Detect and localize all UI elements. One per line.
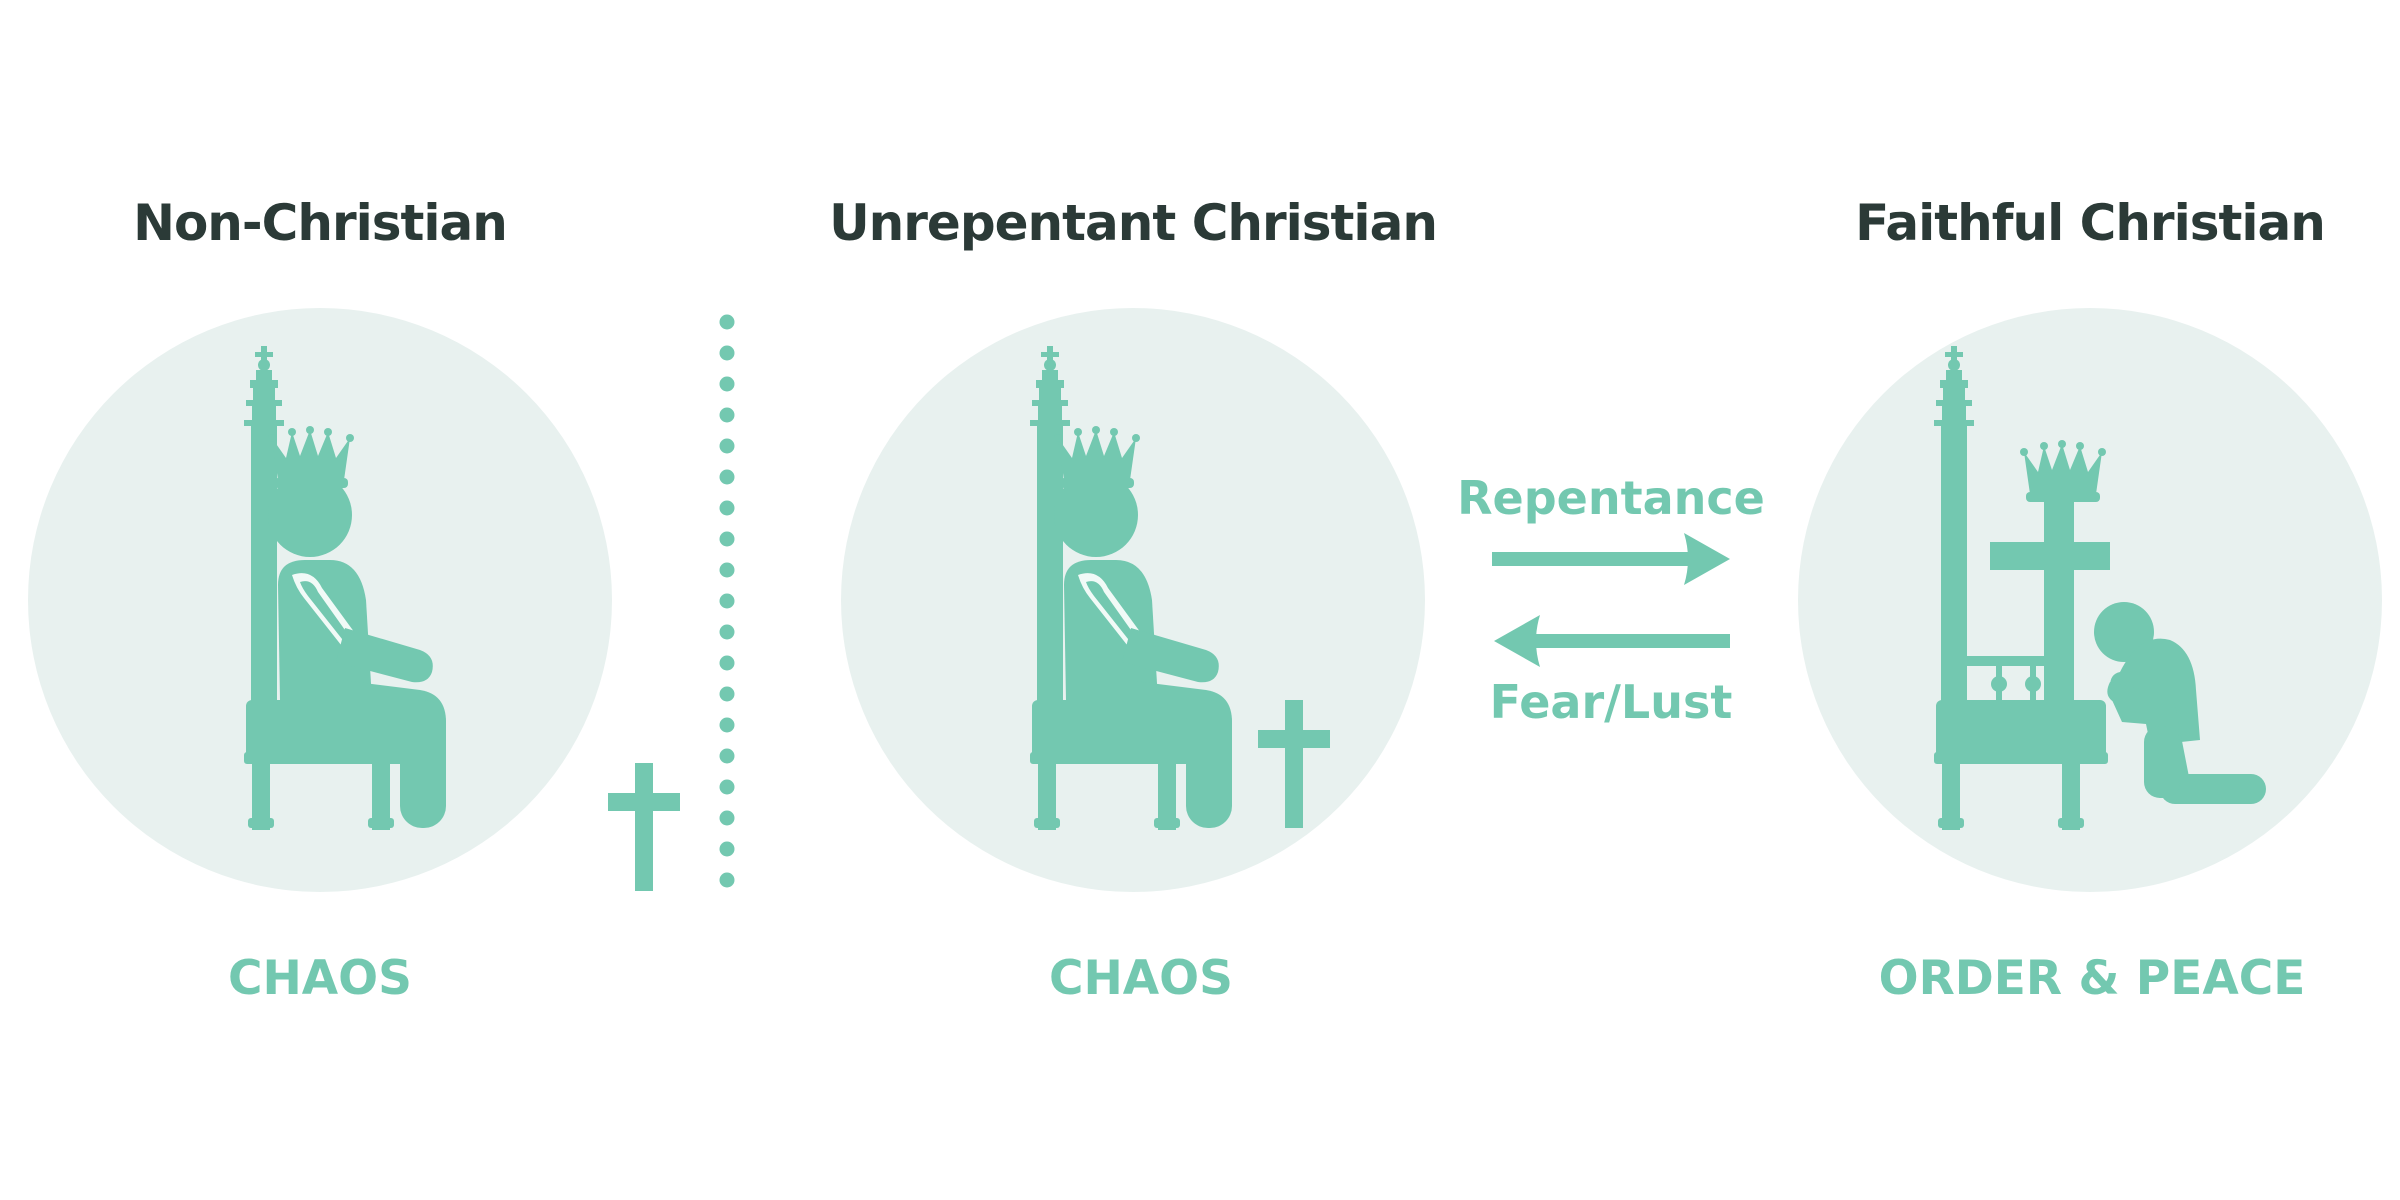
divider-dot: [719, 779, 735, 795]
divider-dot: [719, 531, 735, 547]
divider-dot: [719, 469, 735, 485]
panel-3-state: ORDER & PEACE: [1879, 951, 2306, 1006]
divider-dot: [719, 314, 735, 330]
divider-dot: [719, 345, 735, 361]
divider-dot: [719, 624, 735, 640]
panel-1-state: CHAOS: [228, 951, 412, 1006]
panel-3-title: Faithful Christian: [1855, 194, 2325, 252]
divider-dot: [719, 872, 735, 888]
divider-dot: [719, 748, 735, 764]
fear-lust-label: Fear/Lust: [1490, 675, 1733, 729]
divider-dot: [719, 593, 735, 609]
panel-2-state: CHAOS: [1049, 951, 1233, 1006]
divider-dot: [719, 810, 735, 826]
cross-on-throne-kneeling-person-icon: [1934, 346, 2266, 830]
divider-dot: [719, 562, 735, 578]
divider-dot: [719, 407, 735, 423]
divider-dot: [719, 655, 735, 671]
cross-icon: [608, 763, 680, 891]
panel-1-title: Non-Christian: [133, 194, 507, 252]
divider-dot: [719, 500, 735, 516]
panel-3-circle: [1798, 308, 2382, 892]
divider-dot: [719, 841, 735, 857]
divider-dot: [719, 376, 735, 392]
divider-dot: [719, 686, 735, 702]
panel-2-title: Unrepentant Christian: [829, 194, 1437, 252]
repentance-label: Repentance: [1457, 471, 1765, 525]
arrow-right-icon: [1492, 533, 1730, 585]
divider-dotted-line: [719, 314, 735, 888]
divider-dot: [719, 717, 735, 733]
divider-dot: [719, 438, 735, 454]
arrow-left-icon: [1494, 615, 1730, 667]
